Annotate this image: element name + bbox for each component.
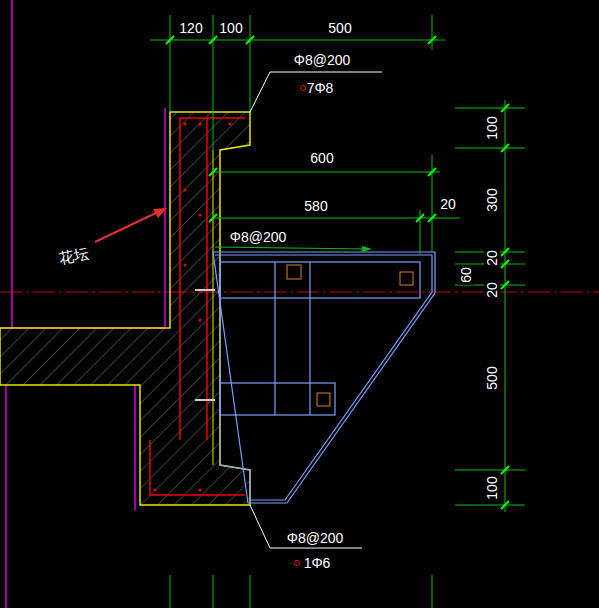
dimension: 500: [326, 20, 353, 36]
dimension: 20: [484, 280, 500, 300]
axis-line: [0, 292, 599, 293]
dimension: 20: [484, 248, 500, 268]
dimension: 100: [484, 474, 500, 501]
rebar-count: 7Φ8: [305, 80, 336, 96]
rebar-note: Φ8@200: [285, 530, 346, 546]
dimension: 300: [484, 186, 500, 213]
dimension: 100: [217, 20, 244, 36]
wall-lines: [0, 0, 165, 608]
dimension: 600: [308, 150, 335, 166]
dimension: 500: [484, 364, 500, 391]
bar-symbols: [295, 86, 306, 566]
cladding-bracket: [213, 252, 435, 503]
concrete-section: [0, 112, 250, 505]
anchor-bolts: [195, 290, 215, 400]
dimension-lines: [150, 15, 525, 608]
dimension: 580: [302, 198, 329, 214]
pointer-head: [153, 208, 167, 218]
rebar-note: Φ8@200: [292, 52, 353, 68]
dimension: 100: [484, 114, 500, 141]
dimension: 60: [458, 265, 474, 285]
note-line: [215, 247, 365, 249]
dimension: 120: [177, 20, 204, 36]
rebar: [150, 118, 245, 495]
rebar-count: 1Φ6: [302, 555, 333, 571]
dimension: 20: [438, 196, 458, 212]
pointer-arrow: [95, 212, 158, 242]
note-arrow: [362, 246, 372, 252]
anchor-plates: [287, 265, 413, 406]
wall-face: [213, 150, 214, 465]
dimension-ticks: [166, 36, 509, 509]
callout-leaders: [250, 72, 382, 548]
rebar-note: Φ8@200: [228, 229, 289, 245]
planter-label: 花坛: [56, 244, 93, 268]
